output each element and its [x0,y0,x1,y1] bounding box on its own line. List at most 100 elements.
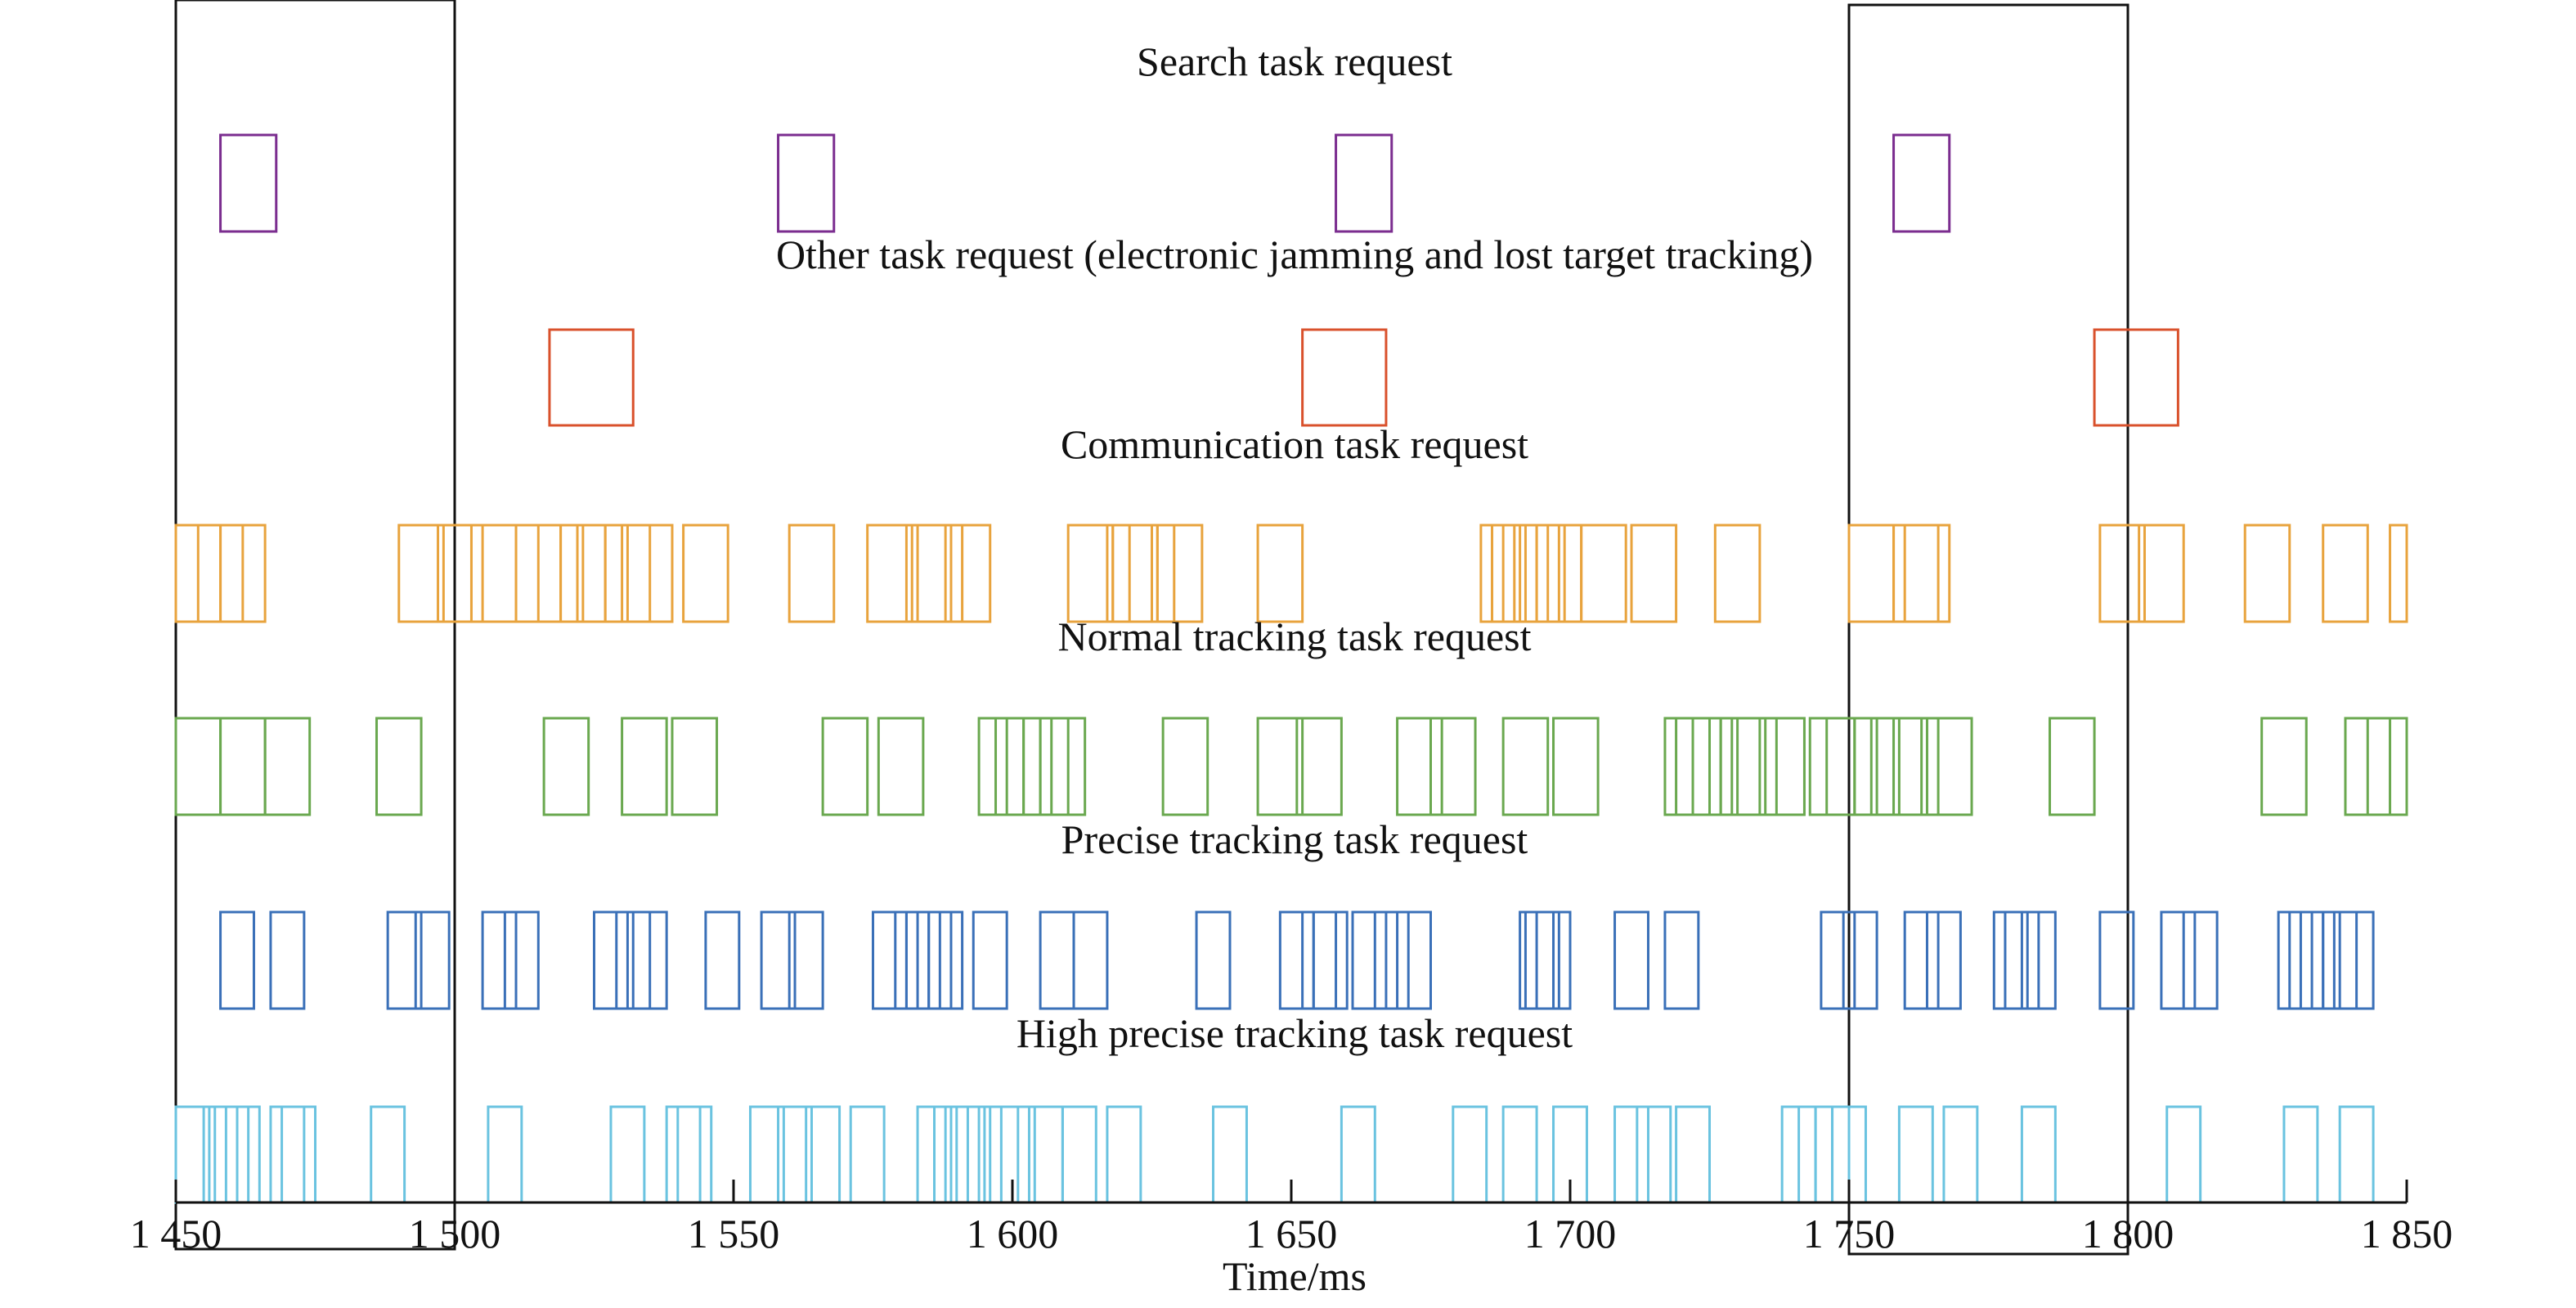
task-request-bar [1501,717,1550,816]
task-request-bar [1373,910,1410,1010]
task-request-bar [1636,1105,1672,1204]
task-request-bar [219,133,278,233]
x-tick-label: 1 550 [688,1211,780,1256]
task-request-bar [621,717,668,816]
task-request-bar [682,524,729,623]
task-request-bar [1039,717,1087,816]
task-request-bar [1842,910,1878,1010]
task-request-bar [1730,717,1778,816]
task-request-bar [1942,1105,1979,1204]
task-request-bar [2020,910,2057,1010]
task-request-bar [1256,524,1304,623]
task-request-bar [414,910,451,1010]
x-tick-label: 1 500 [409,1211,501,1256]
task-request-bar [1161,717,1209,816]
x-axis-title: Time/ms [1223,1253,1367,1299]
task-request-bar [1675,717,1722,816]
task-request-bar [1295,717,1343,816]
task-request-bar [219,717,267,816]
task-request-bar [1613,910,1649,1010]
row-title: Precise tracking task request [1061,816,1528,862]
task-request-bar [2288,910,2325,1010]
task-request-bar [2322,524,2369,623]
task-request-bar [760,910,797,1010]
task-request-bar [1429,717,1477,816]
task-request-bar [1005,717,1053,816]
task-request-bar [1925,717,1973,816]
task-request-bar [1663,910,1700,1010]
x-tick-label: 1 450 [130,1211,222,1256]
task-request-bar [916,524,964,623]
task-request-bar [866,524,913,623]
task-request-bar [1278,910,1315,1010]
task-request-bar [1892,133,1951,233]
task-request-bar [2282,1105,2319,1204]
task-request-bar [1335,133,1393,233]
task-request-bar [593,910,629,1010]
task-request-bar [777,133,836,233]
task-request-bar [481,910,518,1010]
task-request-bar [2098,524,2146,623]
highlight-windows [174,0,2129,1256]
task-request-bar [609,1105,646,1204]
task-request-bar [1552,717,1600,816]
task-request-bar [437,524,484,623]
task-request-bar [269,910,306,1010]
task-request-bar [904,910,941,1010]
highlight-window [174,0,456,1251]
task-request-bar [1825,717,1873,816]
task-request-bar [894,910,931,1010]
task-request-bar [994,717,1042,816]
task-row: High precise tracking task request [174,1010,2375,1204]
row-title: High precise tracking task request [1016,1010,1573,1056]
task-request-bar [1691,717,1739,816]
task-request-bar [1022,717,1070,816]
task-request-bar [375,717,423,816]
task-request-bar [1630,524,1678,623]
highlight-window [1847,3,2129,1256]
task-request-bar [877,717,925,816]
row-title: Search task request [1137,38,1452,84]
x-tick-label: 1 700 [1524,1211,1617,1256]
task-request-bar [1212,1105,1248,1204]
x-tick-label: 1 600 [967,1211,1059,1256]
row-title: Other task request (electronic jamming a… [776,231,1813,277]
task-request-bar [1301,910,1338,1010]
task-request-bar [224,1105,261,1204]
task-request-bar [2049,717,2096,816]
task-request-bar [631,910,668,1010]
task-request-bar [503,910,540,1010]
task-request-bar [280,1105,316,1204]
task-request-bar [1580,524,1627,623]
task-request-bar [1452,1105,1488,1204]
task-request-bar [219,910,255,1010]
task-request-bar [397,524,445,623]
task-request-bar [1892,717,1940,816]
task-request-bar [196,524,245,623]
task-request-bar [370,1105,406,1204]
task-request-bar [2165,1105,2202,1204]
task-request-bar [1156,524,1204,623]
task-request-bar [269,1105,306,1204]
task-request-bar [1396,717,1443,816]
task-request-bar [1897,1105,1934,1204]
task-request-bar [1340,1105,1376,1204]
task-request-bar [1072,910,1109,1010]
task-request-bar [1847,524,1896,623]
task-request-bar [576,524,624,623]
task-request-bar [977,717,1025,816]
task-row: Precise tracking task request [219,816,2375,1010]
task-request-bar [2243,524,2291,623]
task-request-bar [788,910,824,1010]
task-request-bar [1713,524,1761,623]
task-request-bar [1256,717,1304,816]
task-request-bar [626,524,674,623]
task-request-bar [487,1105,523,1204]
task-request-bar [1396,910,1432,1010]
task-request-bar [944,524,992,623]
task-request-bar [1903,910,1940,1010]
task-request-bar [386,910,423,1010]
task-row: Normal tracking task request [174,614,2408,816]
